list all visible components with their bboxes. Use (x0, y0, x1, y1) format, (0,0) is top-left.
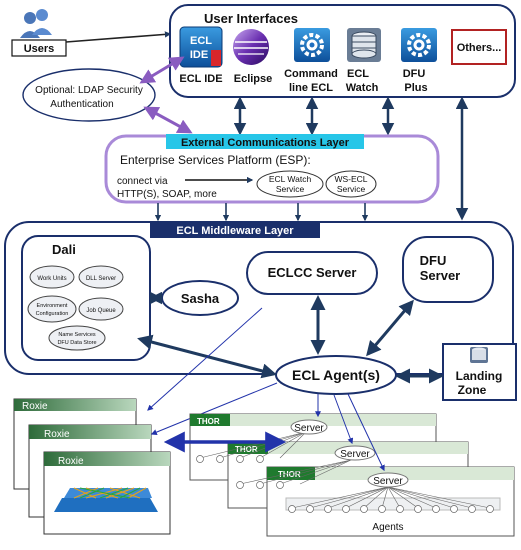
ws-ecl-service-line2: Service (337, 184, 366, 194)
landing-zone-line1: Landing (456, 369, 503, 383)
ecl-ide-logo-bottom: IDE (190, 49, 208, 61)
dali-item-work-units (29, 265, 75, 289)
dfu-server-node (402, 236, 494, 303)
users-node: Users (11, 9, 67, 57)
esp-title: Enterprise Services Platform (ESP): (120, 153, 311, 167)
thor-label-1: THOR (197, 417, 220, 426)
thor-server-label-1: Server (294, 423, 324, 434)
ui-label-command-2: line ECL (289, 82, 333, 94)
dali-title: Dali (52, 242, 76, 257)
dali-item-job-queue (78, 297, 124, 321)
dali-item-environment (27, 295, 77, 323)
dfu-server-line1: DFU (420, 253, 447, 268)
ui-label-dfu-1: DFU (403, 68, 426, 80)
ui-label-eclwatch-1: ECL (347, 68, 369, 80)
ecl-watch-service-ellipse (256, 170, 324, 198)
ui-label-command-1: Command (284, 68, 338, 80)
others-label: Others... (457, 42, 502, 54)
ws-ecl-service-line1: WS-ECL (334, 174, 367, 184)
ui-label-eclwatch-2: Watch (346, 82, 379, 94)
ldap-ellipse (22, 68, 156, 122)
ldap-ui-arrow (139, 56, 185, 84)
thor2-fan (239, 459, 352, 485)
svg-text:Name Services: Name Services (58, 332, 96, 338)
eclcc-server-label: ECLCC Server (268, 265, 357, 280)
dali-items: Work Units DLL Server Environment Config… (27, 265, 124, 351)
thor-server-label-3: Server (373, 476, 403, 487)
users-to-ui-arrow (65, 31, 172, 43)
thor-label-3: THOR (278, 470, 301, 479)
middleware-title-bar (150, 222, 320, 238)
dali-item-dll-server (78, 265, 124, 289)
roxie-label-2: Roxie (44, 429, 70, 440)
ldap-line2: Authentication (50, 99, 113, 110)
ecl-watch-service-line1: ECL Watch (269, 174, 312, 184)
others-box[interactable] (451, 29, 507, 65)
svg-text:Environment: Environment (37, 303, 68, 309)
ldap-line1: Optional: LDAP Security (35, 85, 143, 96)
thor-agents-label: Agents (372, 522, 403, 533)
user-interfaces-title: User Interfaces (204, 11, 298, 26)
middleware-title: ECL Middleware Layer (176, 225, 294, 237)
users-label: Users (24, 43, 55, 55)
svg-text:Job Queue: Job Queue (86, 308, 116, 314)
eclipse-icon[interactable] (233, 29, 269, 65)
landing-zone-db-icon (470, 347, 488, 363)
ui-label-dfu-2: Plus (404, 82, 427, 94)
dfu-agent-arrow (366, 299, 414, 357)
svg-text:DLL Server: DLL Server (86, 276, 116, 282)
dfu-plus-icon[interactable] (401, 28, 437, 62)
eclcc-server-node (246, 251, 378, 295)
ext-comm-title: External Communications Layer (181, 137, 350, 149)
eclcc-roxie-arrow (147, 307, 263, 411)
ext-comm-title-bar (166, 134, 364, 149)
sasha-label: Sasha (181, 291, 220, 306)
ecl-ide-ribbon (211, 50, 221, 66)
roxie-label-1: Roxie (22, 401, 48, 412)
dali-agent-arrow (137, 334, 277, 379)
thor-server-3 (367, 472, 409, 488)
agent-thor-arrow-2 (333, 394, 354, 445)
esp-connect-line1: connect via (117, 176, 168, 187)
roxie-label-3: Roxie (58, 456, 84, 467)
ecl-watch-icon[interactable] (347, 28, 381, 62)
svg-text:Work Units: Work Units (37, 276, 66, 282)
thor-server-1 (290, 419, 328, 435)
users-icon (20, 9, 52, 38)
thor3-fan (291, 486, 491, 509)
users-label-box (11, 39, 67, 57)
roxie-cluster-3: Roxie (43, 451, 171, 535)
ui-label-eclipse: Eclipse (234, 73, 273, 85)
ecl-ide-logo-top: ECL (190, 35, 212, 47)
svg-text:Configuration: Configuration (36, 311, 69, 317)
agent-roxie-arrow (150, 382, 278, 435)
landing-zone-line2: Zone (458, 383, 487, 397)
roxie-mesh-graphic (54, 487, 158, 512)
agent-thor-arrow-3 (347, 393, 385, 472)
ecl-watch-service-line2: Service (276, 184, 305, 194)
ldap-esp-arrow (143, 106, 193, 134)
svg-text:DFU Data Store: DFU Data Store (57, 340, 96, 346)
thor-server-label-2: Server (340, 449, 370, 460)
dali-item-name-services (48, 325, 106, 351)
thor-server-2 (334, 445, 376, 461)
esp-middleware-arrows (154, 203, 369, 222)
ws-ecl-service-ellipse (325, 170, 377, 198)
thor-agent-nodes (196, 455, 494, 513)
dfu-server-line2: Server (420, 268, 460, 283)
esp-connect-line2: HTTP(S), SOAP, more (117, 189, 217, 200)
ecl-ide-icon[interactable]: ECL IDE (179, 26, 223, 68)
ecl-agent-label: ECL Agent(s) (292, 367, 380, 383)
ui-label-ecl-ide: ECL IDE (179, 73, 222, 85)
command-line-ecl-icon[interactable] (294, 28, 330, 62)
